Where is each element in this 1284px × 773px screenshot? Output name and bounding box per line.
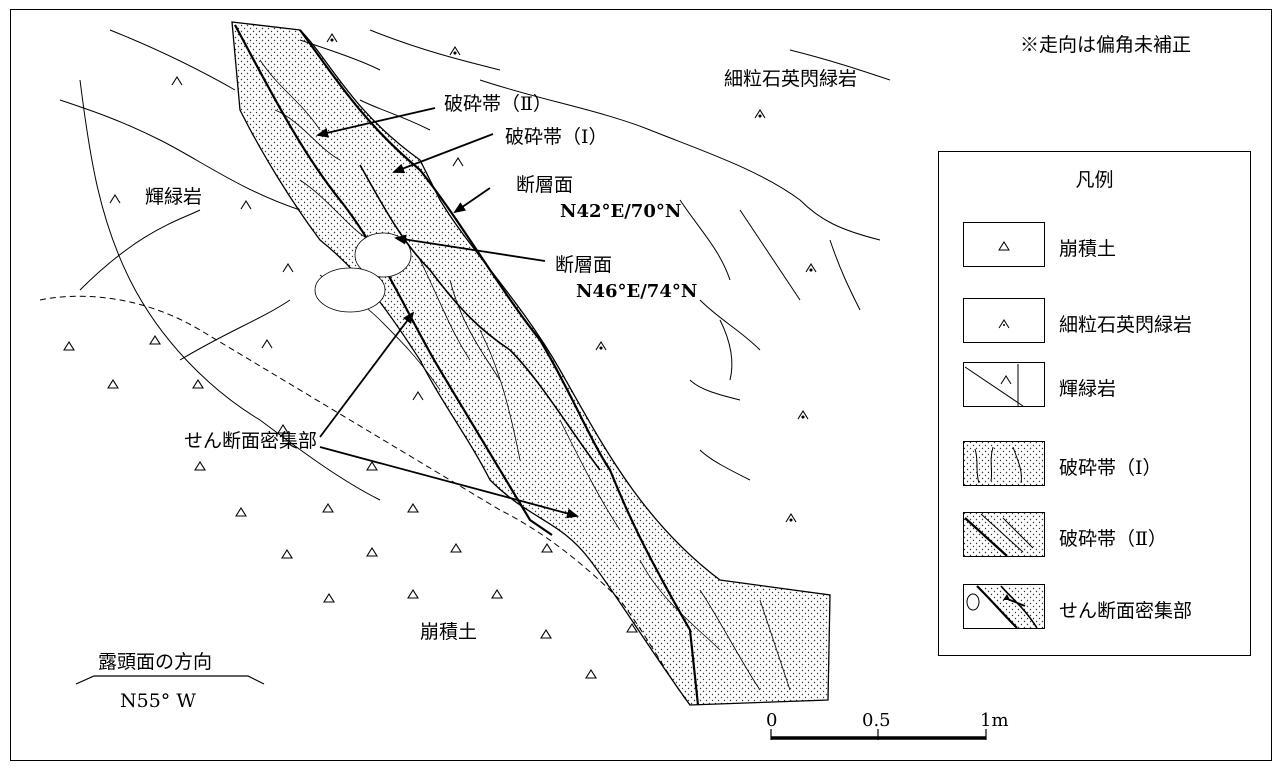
legend-label-fracture-zone-2: 破砕帯（Ⅱ）: [1059, 528, 1167, 550]
scale-tick-1m: 1m: [980, 710, 1009, 731]
diorite-symbols: [326, 32, 817, 523]
legend-label-shear-zone: せん断面密集部: [1059, 600, 1193, 622]
legend-label-fracture-zone-1: 破砕帯（Ⅰ）: [1059, 457, 1162, 479]
legend-label-fine-quartz-diorite: 細粒石英閃緑岩: [1059, 314, 1193, 336]
legend-item-talus: 崩積土: [963, 222, 1243, 268]
legend-item-diabase: 輝緑岩: [963, 362, 1243, 408]
shear-zone-label: せん断面密集部: [184, 430, 318, 452]
legend-title: 凡例: [1075, 169, 1114, 191]
scale-bar: [770, 729, 987, 740]
talus-label: 崩積土: [420, 621, 478, 643]
talus-symbols: [63, 334, 638, 679]
legend: 凡例 崩積土 細粒石英閃緑岩 輝緑岩 破砕帯（Ⅰ）: [938, 151, 1251, 656]
fault-lines: [234, 24, 700, 706]
fracture-zone-2-label: 破砕帯（Ⅱ）: [444, 93, 552, 115]
annotation-arrows: [316, 107, 579, 519]
fracture-zone-1-label: 破砕帯（Ⅰ）: [505, 126, 608, 148]
fine-quartz-diorite-symbol-icon: [963, 298, 1045, 343]
fracture-lines: [259, 59, 791, 691]
diagram-frame: [10, 9, 1272, 761]
fault-plane-a-label: 断層面: [516, 174, 574, 196]
outcrop-orientation-value: N55° W: [120, 690, 196, 712]
scale-tick-0: 0: [766, 710, 778, 731]
outcrop-orientation-label: 露頭面の方向: [98, 651, 213, 673]
declination-note: ※走向は偏角未補正: [1020, 34, 1192, 56]
shear-zone-pattern-icon: [963, 584, 1045, 629]
diabase-symbols: [109, 75, 424, 401]
legend-item-fine-quartz-diorite: 細粒石英閃緑岩: [963, 298, 1243, 344]
fracture-zone-1-pattern-icon: [963, 441, 1045, 486]
diabase-label: 輝緑岩: [145, 186, 203, 208]
legend-label-talus: 崩積土: [1059, 238, 1117, 260]
legend-label-diabase: 輝緑岩: [1059, 378, 1117, 400]
legend-item-fracture-zone-2: 破砕帯（Ⅱ）: [963, 512, 1243, 558]
fault-plane-b-label: 断層面: [555, 254, 613, 276]
legend-item-fracture-zone-1: 破砕帯（Ⅰ）: [963, 441, 1243, 487]
fracture-zone-band: [231, 21, 831, 706]
fracture-zone-2-pattern-icon: [963, 512, 1045, 557]
fault-plane-b-attitude: N46°E/74°N: [576, 281, 698, 302]
fine-quartz-diorite-label: 細粒石英閃緑岩: [724, 68, 858, 90]
talus-symbol-icon: [963, 222, 1045, 267]
orientation-bracket: [75, 675, 265, 685]
rock-boundaries: [59, 29, 891, 501]
legend-item-shear-zone: せん断面密集部: [963, 584, 1243, 630]
diabase-symbol-icon: [963, 362, 1045, 407]
fault-plane-a-attitude: N42°E/70°N: [560, 201, 682, 222]
scale-tick-0-5: 0.5: [862, 710, 891, 731]
